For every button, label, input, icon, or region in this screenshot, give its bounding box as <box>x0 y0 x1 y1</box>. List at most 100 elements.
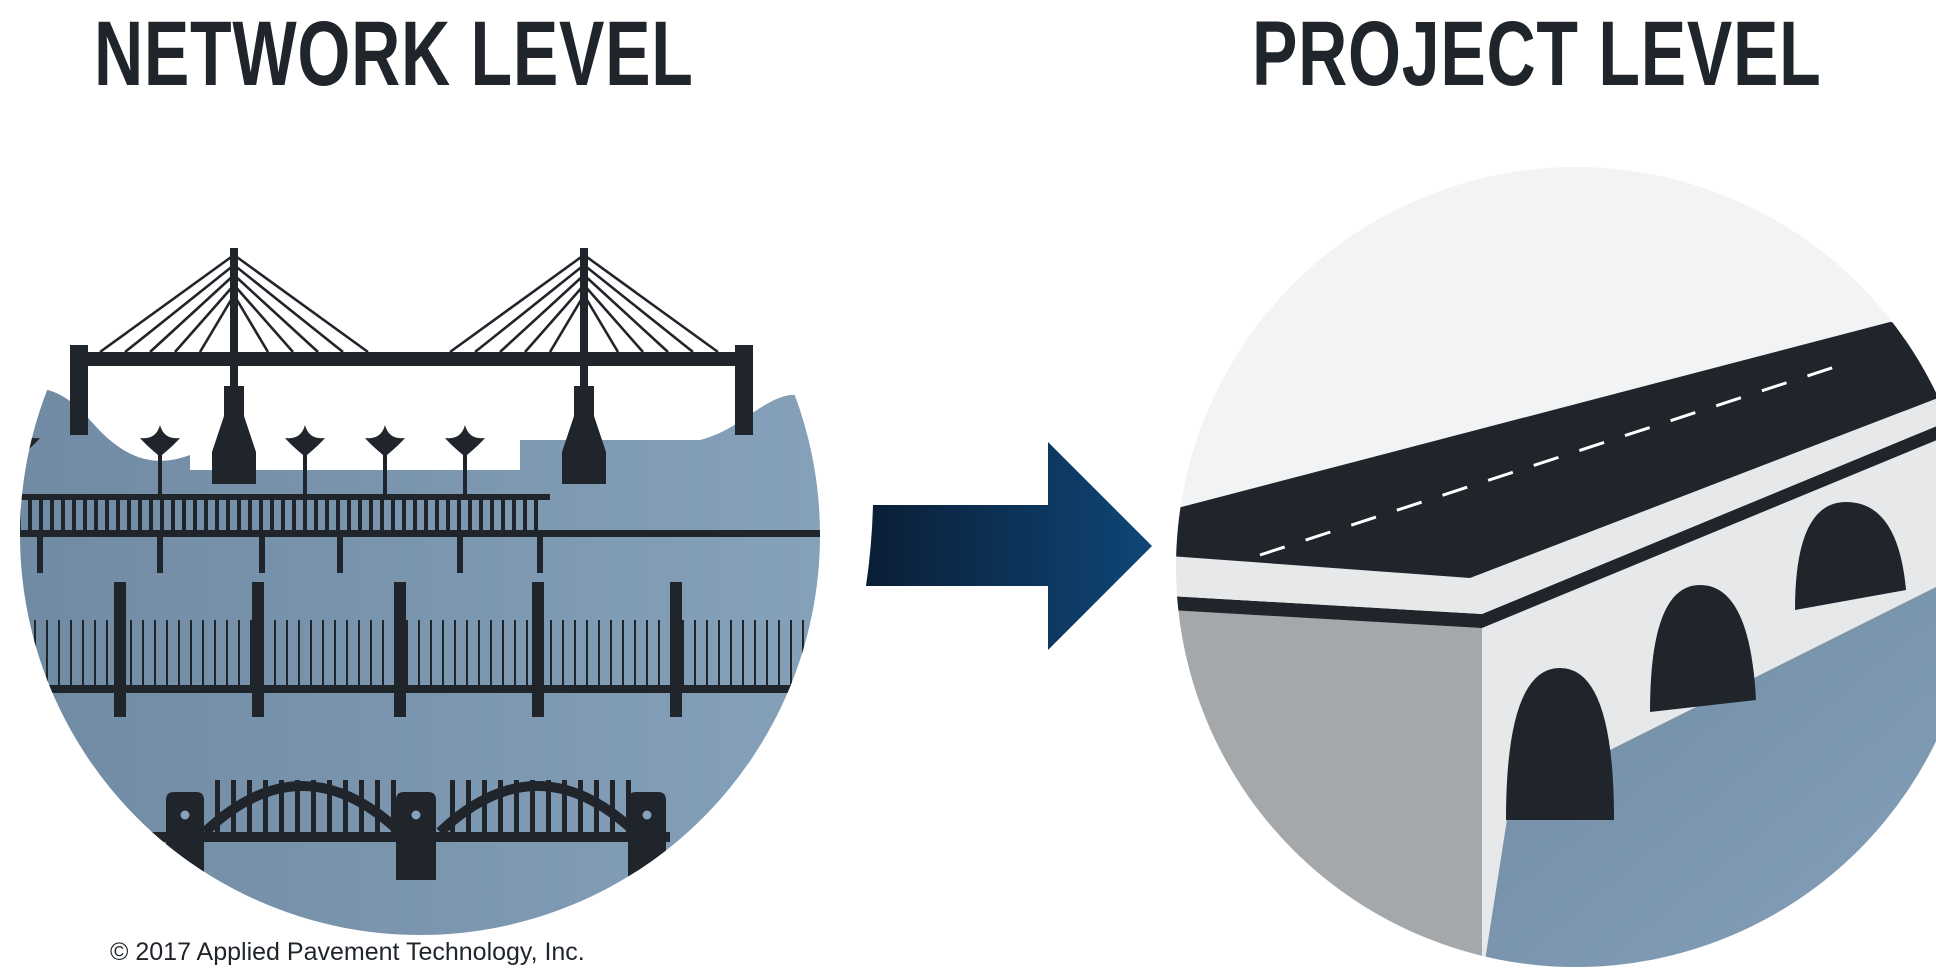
arch-vertical <box>514 780 519 832</box>
hanger <box>22 620 24 685</box>
hanger <box>454 620 456 685</box>
truss-vertical <box>490 500 494 530</box>
truss-vertical <box>270 500 274 530</box>
arch-vertical <box>279 780 284 832</box>
truss-vertical <box>193 500 197 530</box>
truss-vertical <box>149 500 153 530</box>
hanger <box>166 620 168 685</box>
hanger <box>514 620 516 685</box>
truss-vertical <box>138 500 142 530</box>
truss-vertical <box>303 500 307 530</box>
spire <box>285 425 325 494</box>
truss-vertical <box>479 500 483 530</box>
truss-vertical <box>347 500 351 530</box>
network-level-title: NETWORK LEVEL <box>94 3 694 105</box>
truss-vertical <box>116 500 120 530</box>
arch-pier-1 <box>166 792 204 880</box>
tower-1 <box>230 248 238 388</box>
spire <box>445 425 485 494</box>
suspension-tower <box>670 582 682 717</box>
hanger <box>694 620 696 685</box>
hanger <box>214 620 216 685</box>
truss-vertical <box>358 500 362 530</box>
tower-2 <box>580 248 588 388</box>
truss-vertical <box>501 500 505 530</box>
suspension-tower <box>252 582 264 717</box>
truss-vertical <box>523 500 527 530</box>
truss-vertical <box>457 500 461 530</box>
project-level-title: PROJECT LEVEL <box>1252 3 1822 105</box>
hanger <box>538 620 540 685</box>
hanger <box>682 620 684 685</box>
left-abutment <box>70 345 88 435</box>
arch-opening-1 <box>1506 668 1614 820</box>
truss-bottom-chord <box>20 530 820 537</box>
hanger <box>574 620 576 685</box>
suspension-tower <box>394 582 406 717</box>
hanger <box>226 620 228 685</box>
hanger <box>298 620 300 685</box>
stay-cables <box>99 253 719 354</box>
truss-vertical <box>380 500 384 530</box>
truss-leg <box>337 537 343 573</box>
hanger <box>622 620 624 685</box>
bridge-front-face <box>1176 605 1482 967</box>
hanger <box>430 620 432 685</box>
hanger <box>334 620 336 685</box>
arch-vertical <box>375 780 380 832</box>
hanger <box>466 620 468 685</box>
truss-vertical <box>226 500 230 530</box>
hanger <box>190 620 192 685</box>
truss-vertical <box>248 500 252 530</box>
truss-leg <box>457 537 463 573</box>
arch-vertical <box>466 780 471 832</box>
truss-vertical <box>39 500 43 530</box>
hanger <box>790 620 792 685</box>
truss-vertical <box>314 500 318 530</box>
hanger <box>586 620 588 685</box>
truss-vertical <box>281 500 285 530</box>
truss-vertical <box>369 500 373 530</box>
hanger <box>10 620 12 685</box>
arch-vertical <box>359 780 364 832</box>
truss-vertical <box>402 500 406 530</box>
arch-opening-3 <box>1795 502 1906 610</box>
truss-vertical <box>215 500 219 530</box>
truss-vertical <box>336 500 340 530</box>
hanger <box>778 620 780 685</box>
hanger <box>814 620 816 685</box>
hanger <box>322 620 324 685</box>
hanger <box>658 620 660 685</box>
hanger <box>406 620 408 685</box>
hanger <box>262 620 264 685</box>
bridge-silhouettes <box>10 248 820 880</box>
hanger <box>94 620 96 685</box>
hanger <box>58 620 60 685</box>
hanger <box>382 620 384 685</box>
spire <box>140 425 180 494</box>
truss-leg <box>157 537 163 573</box>
hanger <box>802 620 804 685</box>
truss-vertical <box>468 500 472 530</box>
truss-vertical <box>325 500 329 530</box>
arch-opening-2 <box>1650 585 1756 712</box>
pier-2 <box>562 386 606 484</box>
arch-verticals <box>215 780 631 832</box>
multiple-bridges-network-icon <box>10 248 820 935</box>
truss-verticals <box>20 500 538 530</box>
arch-vertical <box>231 780 236 832</box>
right-abutment <box>735 345 753 435</box>
hanger <box>646 620 648 685</box>
arch-vertical <box>482 780 487 832</box>
hanger <box>718 620 720 685</box>
hanger <box>310 620 312 685</box>
truss-vertical <box>182 500 186 530</box>
hanger <box>46 620 48 685</box>
arch-vertical <box>578 780 583 832</box>
hanger <box>118 620 120 685</box>
hanger <box>346 620 348 685</box>
truss-leg <box>537 537 543 573</box>
copyright-notice: © 2017 Applied Pavement Technology, Inc. <box>110 938 585 966</box>
truss-leg <box>37 537 43 573</box>
